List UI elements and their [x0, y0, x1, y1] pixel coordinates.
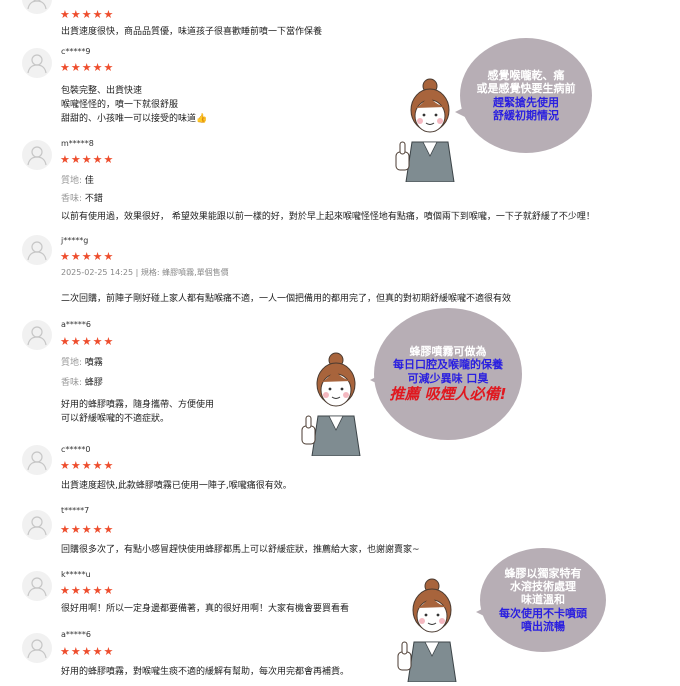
avatar[interactable] — [22, 510, 52, 540]
reviewer-name: c*****0 — [61, 445, 91, 454]
reviewer-name: a*****6 — [61, 320, 91, 329]
review-text: 二次回購，前陣子剛好碰上家人都有點喉痛不適，一人一個把備用的都用完了，但真的對初… — [61, 294, 512, 304]
review-text: 甜甜的、小孩唯一可以接受的味道👍 — [61, 114, 208, 124]
review-text: 喉嚨怪怪的，噴一下就很舒服 — [61, 100, 179, 110]
bubble-text: 可減少異味 口臭 — [407, 371, 489, 385]
review-text: 包裝完整、出貨快速 — [61, 86, 143, 96]
review-attribute: 質地: 佳 — [61, 173, 94, 186]
user-icon — [27, 577, 47, 597]
woman-illustration — [394, 578, 466, 686]
bubble-text: 噴出流暢 — [521, 619, 565, 633]
bubble-text: 感覺喉嚨乾、痛 — [487, 69, 565, 83]
avatar[interactable] — [22, 0, 52, 14]
reviewer-name: k*****u — [61, 570, 91, 579]
avatar[interactable] — [22, 48, 52, 78]
speech-bubble: 蜂膠以獨家特有水溶技術處理味道溫和每次使用不卡噴頭噴出流暢 — [480, 548, 606, 652]
reviewer-name: j*****g — [61, 236, 89, 245]
review-text: 好用的蜂膠噴霧，對喉嚨生痰不適的緩解有幫助，每次用完都會再補貨。 — [61, 667, 350, 677]
bubble-text: 每次使用不卡噴頭 — [499, 606, 587, 620]
avatar[interactable] — [22, 320, 52, 350]
user-icon — [27, 146, 47, 166]
review-text: 出貨速度超快,此款蜂膠噴霧已使用一陣子,喉嚨痛很有效。 — [61, 481, 292, 491]
review-text: 出貨速度很快，商品品質優，味道孩子很喜歡睡前噴一下當作保養 — [61, 27, 323, 37]
review-attribute: 質地: 噴霧 — [61, 355, 103, 368]
bubble-text: 或是感覺快要生病前 — [476, 82, 576, 96]
user-icon — [27, 0, 47, 10]
user-icon — [27, 326, 47, 346]
star-rating: ★★★★★ — [60, 523, 115, 536]
reviewer-name: t*****7 — [61, 506, 90, 515]
star-rating: ★★★★★ — [60, 61, 115, 74]
attribute-key: 質地: — [61, 176, 83, 186]
attribute-key: 質地: — [61, 358, 83, 368]
review-attribute: 香味: 不錯 — [61, 191, 103, 204]
bubble-text: 推薦 吸煙人必備! — [389, 384, 507, 403]
user-icon — [27, 516, 47, 536]
user-icon — [27, 54, 47, 74]
bubble-text: 每日口腔及喉嚨的保養 — [393, 358, 503, 372]
bubble-text: 趕緊搶先使用 — [493, 95, 559, 109]
review-date-spec: 2025-02-25 14:25 | 規格: 蜂膠噴霧,單個售價 — [61, 268, 229, 277]
star-rating: ★★★★★ — [60, 459, 115, 472]
attribute-key: 香味: — [61, 194, 83, 204]
woman-illustration — [392, 78, 464, 186]
star-rating: ★★★★★ — [60, 584, 115, 597]
avatar[interactable] — [22, 235, 52, 265]
user-icon — [27, 451, 47, 471]
avatar[interactable] — [22, 140, 52, 170]
reviewer-name: c*****9 — [61, 47, 91, 56]
woman-illustration — [298, 352, 370, 460]
star-rating: ★★★★★ — [60, 335, 115, 348]
star-rating: ★★★★★ — [60, 153, 115, 166]
star-rating: ★★★★★ — [60, 645, 115, 658]
bubble-text: 蜂膠噴霧可做為 — [409, 345, 487, 359]
attribute-key: 香味: — [61, 378, 83, 388]
avatar[interactable] — [22, 633, 52, 663]
bubble-text: 舒緩初期情況 — [493, 108, 559, 122]
attribute-value: 佳 — [84, 176, 94, 186]
star-rating: ★★★★★ — [60, 8, 115, 21]
star-rating: ★★★★★ — [60, 250, 115, 263]
review-attribute: 香味: 蜂膠 — [61, 375, 103, 388]
review-text: 可以舒緩喉嚨的不適症狀。 — [61, 414, 170, 424]
review-text: 回購很多次了，有點小感冒趕快使用蜂膠都馬上可以舒緩症狀，推薦給大家，也謝謝賣家~ — [61, 545, 420, 555]
review-text: 以前有使用過，效果很好， 希望效果能跟以前一樣的好，對於早上起來喉嚨怪怪地有點痛… — [61, 212, 595, 222]
review-text: 好用的蜂膠噴霧，隨身攜帶、方便使用 — [61, 400, 215, 410]
speech-bubble: 感覺喉嚨乾、痛或是感覺快要生病前趕緊搶先使用舒緩初期情況 — [460, 38, 592, 153]
attribute-value: 蜂膠 — [84, 378, 103, 388]
bubble-text: 味道溫和 — [521, 593, 565, 607]
bubble-text: 水溶技術處理 — [510, 580, 576, 594]
reviewer-name: m*****8 — [61, 139, 94, 148]
avatar[interactable] — [22, 571, 52, 601]
attribute-value: 不錯 — [84, 194, 103, 204]
reviewer-name: a*****6 — [61, 630, 91, 639]
avatar[interactable] — [22, 445, 52, 475]
review-text: 很好用啊！所以一定身邊都要備著，真的很好用啊！大家有機會要買看看 — [61, 604, 350, 614]
attribute-value: 噴霧 — [84, 358, 103, 368]
user-icon — [27, 639, 47, 659]
user-icon — [27, 241, 47, 261]
bubble-text: 蜂膠以獨家特有 — [504, 567, 582, 581]
speech-bubble: 蜂膠噴霧可做為每日口腔及喉嚨的保養可減少異味 口臭推薦 吸煙人必備! — [374, 308, 522, 440]
